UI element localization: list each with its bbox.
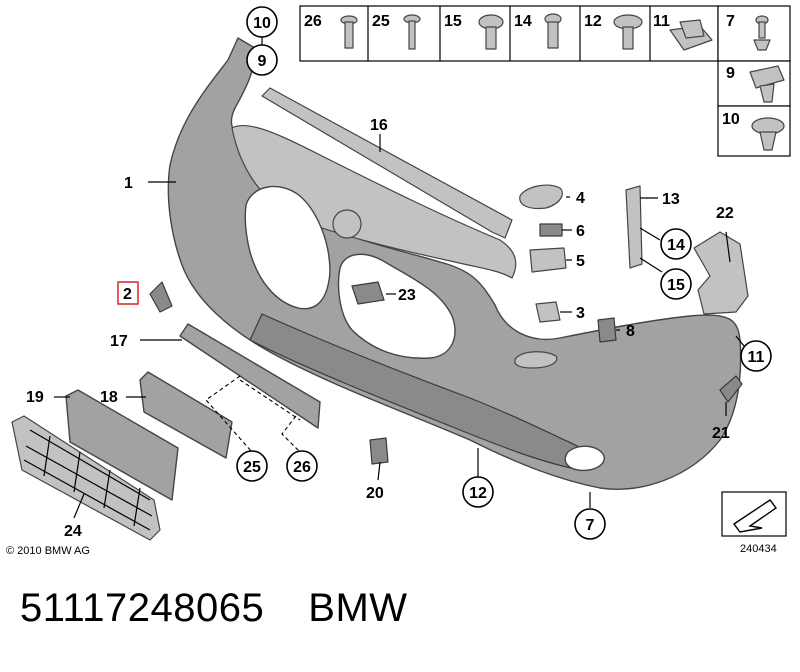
clip-21 — [719, 375, 743, 403]
direction-box — [721, 491, 787, 537]
circled-9: 9 — [258, 53, 267, 70]
screw-12-icon — [613, 14, 643, 50]
callout-22: 22 — [716, 205, 734, 222]
bracket-20 — [369, 437, 389, 465]
brand-name: BMW — [308, 586, 408, 630]
callout-13: 13 — [662, 191, 680, 208]
rivet-7-icon — [753, 15, 771, 51]
callout-6: 6 — [576, 223, 585, 240]
copyright-text: © 2010 BMW AG — [6, 545, 90, 557]
fastener-table: 26 25 15 14 12 11 7 9 10 — [299, 5, 791, 157]
table-label-25: 25 — [372, 13, 390, 30]
bracket-2 — [149, 281, 173, 313]
callout-3: 3 — [576, 305, 585, 322]
screw-26-icon — [340, 15, 358, 49]
kidney-opening-right — [337, 253, 456, 359]
callout-1: 1 — [124, 175, 133, 192]
callout-17: 17 — [110, 333, 128, 350]
table-label-12: 12 — [584, 13, 602, 30]
callout-18: 18 — [100, 389, 118, 406]
footer: 51117248065 BMW — [20, 586, 408, 631]
callout-4: 4 — [576, 190, 585, 207]
direction-arrow-icon — [732, 499, 777, 533]
screw-15-icon — [478, 14, 504, 50]
diagram-id: 240434 — [740, 543, 777, 555]
callout-21: 21 — [712, 425, 730, 442]
bracket-23 — [351, 281, 385, 305]
clip-nut-11-icon — [669, 19, 713, 51]
screw-25-icon — [403, 14, 421, 50]
callout-23: 23 — [398, 287, 416, 304]
circled-11: 11 — [748, 349, 765, 366]
washer-cover-4 — [519, 184, 563, 210]
callout-5: 5 — [576, 253, 585, 270]
bracket-5 — [529, 247, 567, 273]
callout-2: 2 — [123, 286, 132, 303]
plate-base-19 — [65, 389, 179, 501]
clip-9-icon — [749, 65, 785, 103]
emblem — [332, 209, 362, 239]
highlight-box — [117, 281, 139, 305]
callout-20: 20 — [366, 485, 384, 502]
callout-16: 16 — [370, 117, 388, 134]
circled-25: 25 — [243, 459, 261, 476]
table-label-11: 11 — [653, 13, 670, 30]
guide-13 — [625, 185, 643, 269]
circled-10: 10 — [253, 15, 271, 32]
spring-6 — [539, 223, 563, 237]
screw-14-icon — [544, 13, 562, 49]
callout-19: 19 — [26, 389, 44, 406]
circled-26: 26 — [293, 459, 311, 476]
callout-8: 8 — [626, 323, 635, 340]
reinforcement-strip-16 — [261, 87, 513, 239]
kidney-opening-left — [244, 185, 331, 310]
holder-3 — [535, 301, 561, 323]
table-label-15: 15 — [444, 13, 462, 30]
table-label-9: 9 — [726, 65, 735, 82]
bracket-22 — [693, 231, 749, 315]
plate-base-17 — [179, 323, 321, 429]
table-label-10: 10 — [722, 111, 740, 128]
part-number: 51117248065 — [20, 586, 265, 630]
callout-24: 24 — [64, 523, 82, 540]
bracket-8 — [597, 317, 617, 343]
table-label-14: 14 — [514, 13, 532, 30]
circled-14: 14 — [667, 237, 685, 254]
washer-cover-opening — [514, 351, 558, 369]
circled-12: 12 — [469, 485, 487, 502]
table-label-7: 7 — [726, 13, 735, 30]
circled-15: 15 — [667, 277, 685, 294]
grid-24 — [11, 415, 161, 541]
circled-7: 7 — [586, 517, 595, 534]
table-label-26: 26 — [304, 13, 322, 30]
clip-10-icon — [751, 117, 785, 151]
fog-light-opening — [564, 445, 605, 472]
plate-base-18 — [139, 371, 233, 459]
